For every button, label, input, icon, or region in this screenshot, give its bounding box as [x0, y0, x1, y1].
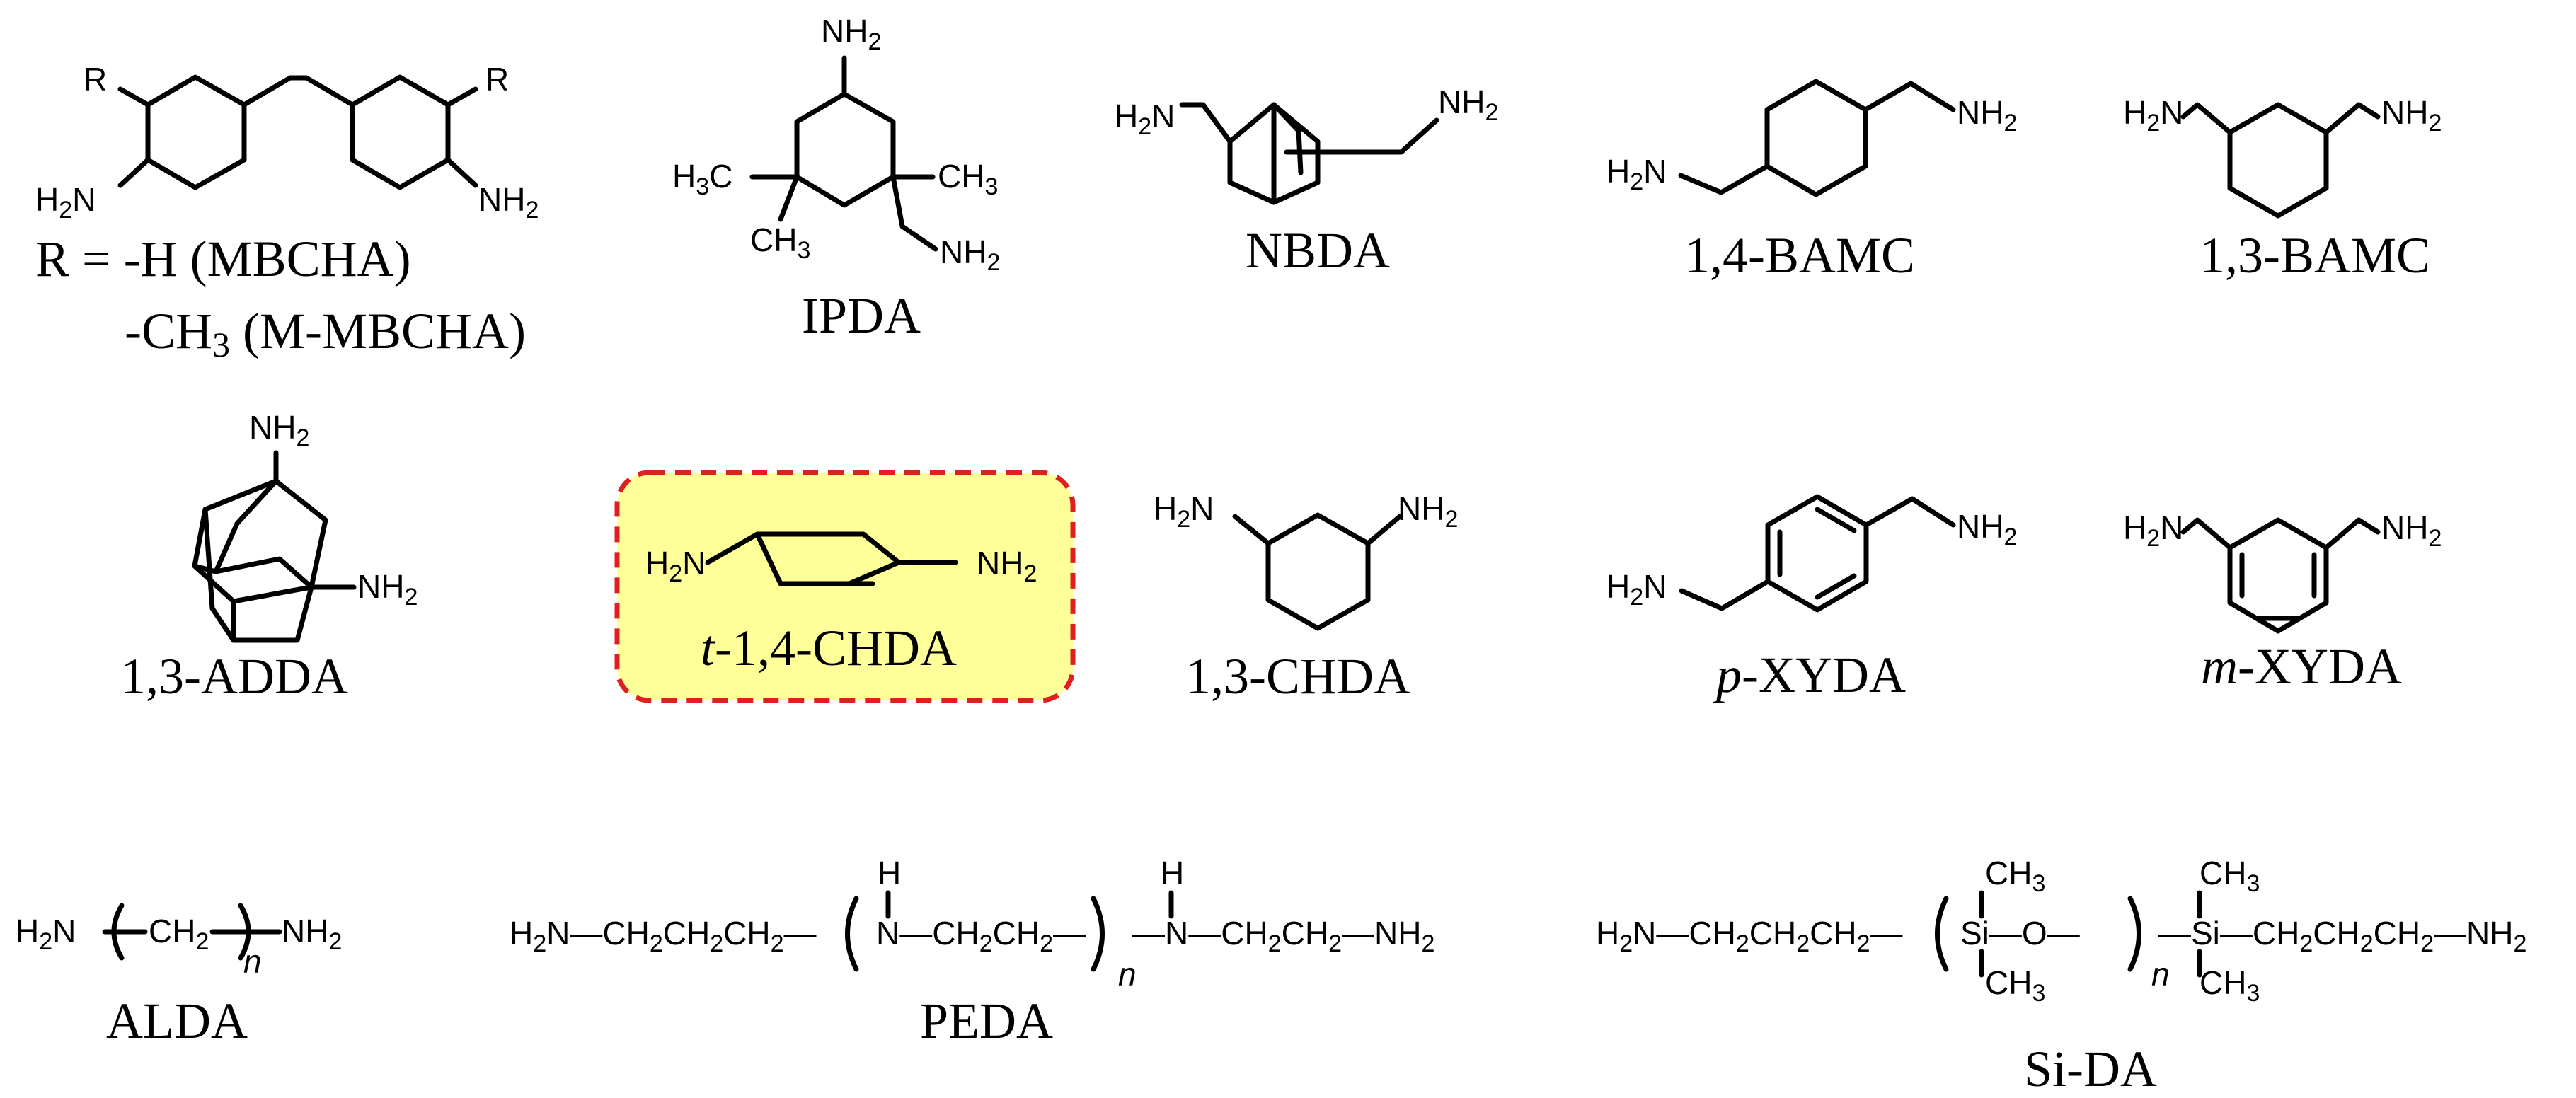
- amine-label: NH2: [478, 181, 539, 224]
- amine-label: NH2: [2381, 509, 2442, 552]
- methyl-label: CH3: [938, 158, 998, 200]
- chda14-name: t-1,4-CHDA: [701, 620, 957, 676]
- chda14-highlight-box: H2N NH2 t-1,4-CHDA: [614, 470, 1076, 703]
- peda-chain-right: —N—CH2CH2—NH2: [1132, 915, 1434, 957]
- amine-label: NH2: [940, 233, 1000, 276]
- amine-label: H2N: [1606, 153, 1667, 195]
- peda-name: PEDA: [920, 993, 1053, 1049]
- amine-label: NH2: [1438, 83, 1498, 126]
- amine-label: H2N: [1606, 568, 1667, 611]
- adda-name: 1,3-ADDA: [120, 648, 348, 705]
- amine-label: NH2: [282, 913, 342, 955]
- amine-label: NH2: [821, 13, 881, 55]
- methyl-label: CH3: [750, 221, 810, 264]
- amine-label: NH2: [249, 409, 309, 451]
- alda-name: ALDA: [106, 993, 248, 1049]
- adda-structure: NH2 NH2 1,3-ADDA: [120, 409, 418, 705]
- mxyda-name: m-XYDA: [2201, 638, 2402, 695]
- chda13-name: 1,3-CHDA: [1185, 648, 1410, 705]
- amine-label: H2N: [1154, 490, 1214, 533]
- amine-label: NH2: [2381, 94, 2442, 137]
- bamc13-structure: H2N NH2 1,3-BAMC: [2123, 94, 2442, 284]
- amine-label: H2N: [645, 545, 706, 587]
- ipda-structure: NH2 H3C CH3 CH3 NH2 IPDA: [672, 13, 1000, 344]
- methyl-label: CH3: [2200, 855, 2260, 897]
- bamc14-structure: NH2 H2N 1,4-BAMC: [1606, 79, 2017, 284]
- pxyda-structure: NH2 H2N p-XYDA: [1606, 494, 2017, 703]
- ipda-name: IPDA: [802, 287, 921, 344]
- chda13-structure: H2N NH2 1,3-CHDA: [1154, 490, 1458, 705]
- amine-label: NH2: [1957, 508, 2017, 550]
- repeat-index: n: [1118, 956, 1137, 993]
- imine-h-label: H: [878, 855, 901, 891]
- amine-label: H2N: [2123, 509, 2183, 552]
- methyl-label: CH3: [2200, 964, 2260, 1007]
- sida-chain-left: H2N—CH2CH2CH2—: [1596, 915, 1903, 957]
- amine-label: NH2: [357, 568, 418, 611]
- amine-label: NH2: [1398, 490, 1458, 533]
- sida-chain-right: —Si—CH2CH2CH2—NH2: [2158, 915, 2526, 957]
- alda-structure: H2N CH2 n NH2 ALDA: [16, 903, 342, 1049]
- methyl-label: CH3: [1985, 964, 2045, 1007]
- r-label-left: R: [84, 61, 107, 98]
- peda-chain-middle: N—CH2CH2—: [876, 915, 1086, 957]
- sida-name: Si-DA: [2024, 1041, 2157, 1097]
- amine-label: H2N: [2123, 94, 2183, 137]
- amine-label: H2N: [35, 181, 96, 224]
- nbda-name: NBDA: [1246, 222, 1390, 279]
- m-mbcha-name: -CH3 (M-MBCHA): [125, 303, 526, 364]
- methylene-label: CH2: [149, 913, 209, 955]
- bamc14-name: 1,4-BAMC: [1684, 227, 1915, 284]
- mbcha-structure: R R H2N NH2 R = -H (MBCHA) -CH3 (M-MBCHA…: [35, 61, 539, 364]
- methyl-label: H3C: [672, 158, 732, 200]
- mxyda-structure: H2N NH2 m-XYDA: [2123, 509, 2442, 695]
- nbda-structure: H2N NH2 NBDA: [1115, 83, 1498, 279]
- pxyda-name: p-XYDA: [1713, 647, 1906, 703]
- methyl-label: CH3: [1985, 855, 2045, 897]
- peda-structure: H2N—CH2CH2CH2— H N—CH2CH2— n H —N—CH2CH2…: [510, 855, 1434, 1049]
- amine-label: NH2: [1957, 94, 2017, 137]
- repeat-index: n: [2151, 956, 2170, 993]
- peda-chain-left: H2N—CH2CH2CH2—: [510, 915, 817, 957]
- r-label-right: R: [485, 61, 509, 98]
- repeat-index: n: [243, 943, 262, 980]
- amine-label: H2N: [16, 913, 76, 955]
- imine-h-label: H: [1161, 855, 1184, 891]
- siloxane-unit: Si—O—: [1960, 915, 2080, 952]
- sida-structure: H2N—CH2CH2CH2— CH3 Si—O— CH3 n CH3 —Si—C…: [1596, 855, 2526, 1097]
- amine-label: H2N: [1115, 98, 1175, 140]
- mbcha-name: R = -H (MBCHA): [35, 231, 411, 287]
- amine-label: NH2: [977, 545, 1037, 587]
- bamc13-name: 1,3-BAMC: [2200, 227, 2430, 284]
